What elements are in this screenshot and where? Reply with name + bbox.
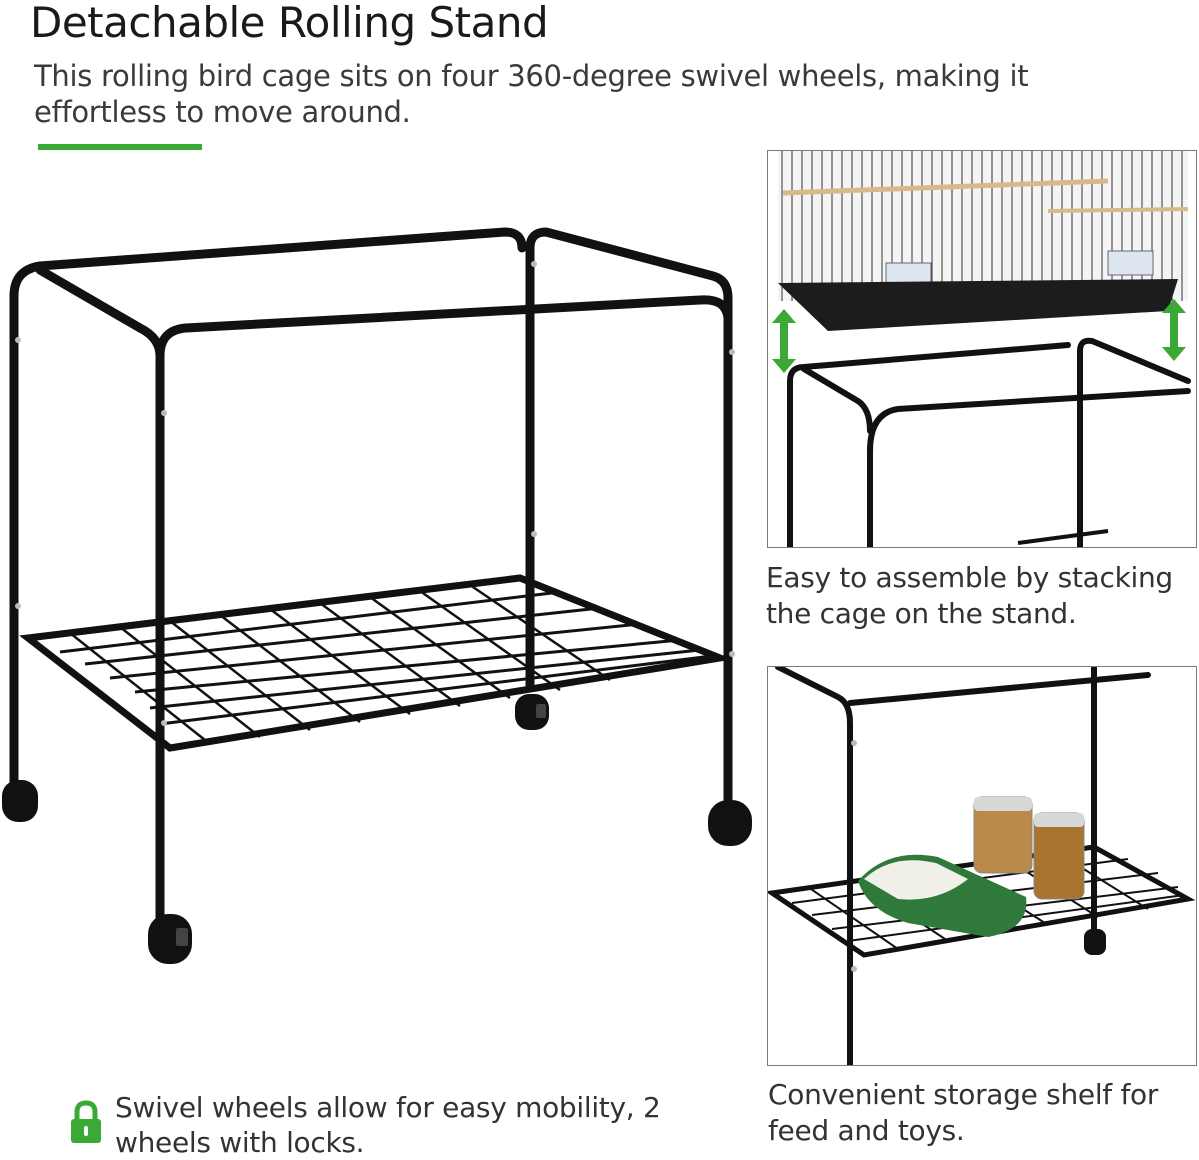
accent-underline	[38, 144, 202, 150]
rolling-stand-image	[0, 218, 760, 988]
storage-caption: Convenient storage shelf for feed and to…	[768, 1078, 1159, 1147]
storage-image-panel	[767, 666, 1197, 1066]
assembly-image-panel	[767, 150, 1197, 548]
page-title: Detachable Rolling Stand	[30, 0, 549, 47]
page-subtitle: This rolling bird cage sits on four 360-…	[34, 59, 1029, 129]
padlock-icon	[70, 1100, 102, 1144]
assembly-caption: Easy to assemble by stacking the cage on…	[766, 561, 1173, 630]
wheels-caption: Swivel wheels allow for easy mobility, 2…	[115, 1091, 661, 1159]
